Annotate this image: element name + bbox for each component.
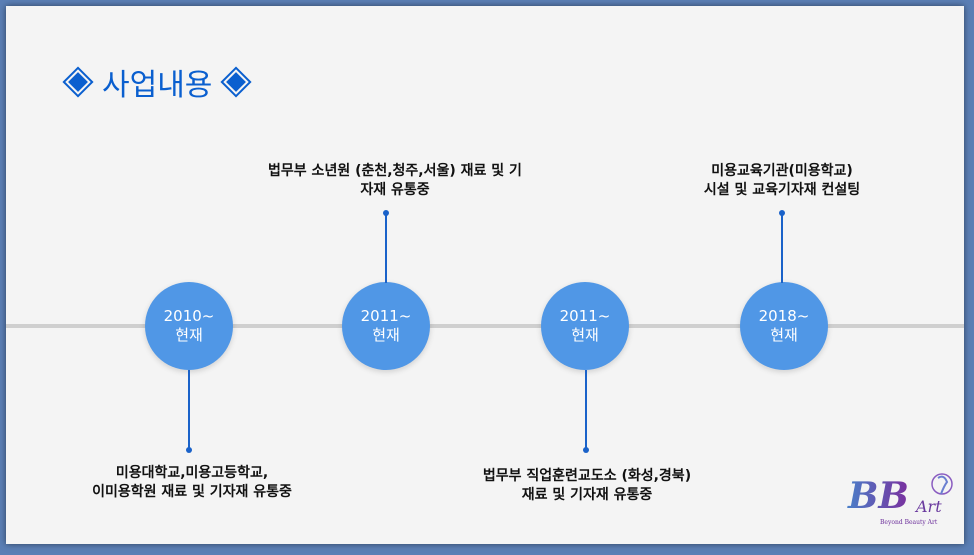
connector-dot [383,210,389,216]
slide: 사업내용 2010~ 현재 미용대학교,미용고등학교, 이미용학원 재료 및 기… [6,6,964,544]
year: 2011~ [559,307,611,325]
connector [385,213,387,283]
diamond-icon [64,68,92,96]
timeline-description: 미용교육기관(미용학교) 시설 및 교육기자재 컨설팅 [622,162,942,200]
year: 2011~ [360,307,412,325]
connector [781,213,783,283]
title-text: 사업내용 [102,68,213,103]
svg-text:Art: Art [914,497,942,516]
year: 2010~ [163,307,215,325]
connector-dot [779,210,785,216]
year: 2018~ [758,307,810,325]
status: 현재 [770,326,798,344]
desc-line: 미용교육기관(미용학교) [711,163,853,179]
page-title: 사업내용 [64,60,250,104]
desc-line: 시설 및 교육기자재 컨설팅 [703,182,861,198]
desc-line: 재료 및 기자재 유통중 [521,487,653,503]
status: 현재 [175,326,203,344]
svg-text:Beyond Beauty Art: Beyond Beauty Art [880,519,938,526]
timeline-description: 법무부 직업훈련교도소 (화성,경북) 재료 및 기자재 유통중 [427,467,747,505]
status: 현재 [571,326,599,344]
status: 현재 [372,326,400,344]
timeline-node-2011: 2011~ 현재 [541,282,629,370]
timeline-axis [6,324,964,328]
connector [585,370,587,450]
connector-dot [583,447,589,453]
desc-line: 이미용학원 재료 및 기자재 유통중 [92,484,292,500]
timeline-node-2018: 2018~ 현재 [740,282,828,370]
diamond-icon [222,68,250,96]
timeline-description: 미용대학교,미용고등학교, 이미용학원 재료 및 기자재 유통중 [32,464,352,502]
connector-dot [186,447,192,453]
desc-line: 자재 유통중 [360,182,430,198]
timeline-description: 법무부 소년원 (춘천,청주,서울) 재료 및 기 자재 유통중 [235,162,555,200]
desc-line: 법무부 소년원 (춘천,청주,서울) 재료 및 기 [268,163,522,179]
connector [188,370,190,450]
desc-line: 미용대학교,미용고등학교, [115,465,269,481]
timeline-node-2010: 2010~ 현재 [145,282,233,370]
bbart-logo: BB Art Beyond Beauty Art [847,473,953,526]
timeline-node-2011: 2011~ 현재 [342,282,430,370]
desc-line: 법무부 직업훈련교도소 (화성,경북) [482,468,692,484]
svg-text:BB: BB [847,475,909,517]
